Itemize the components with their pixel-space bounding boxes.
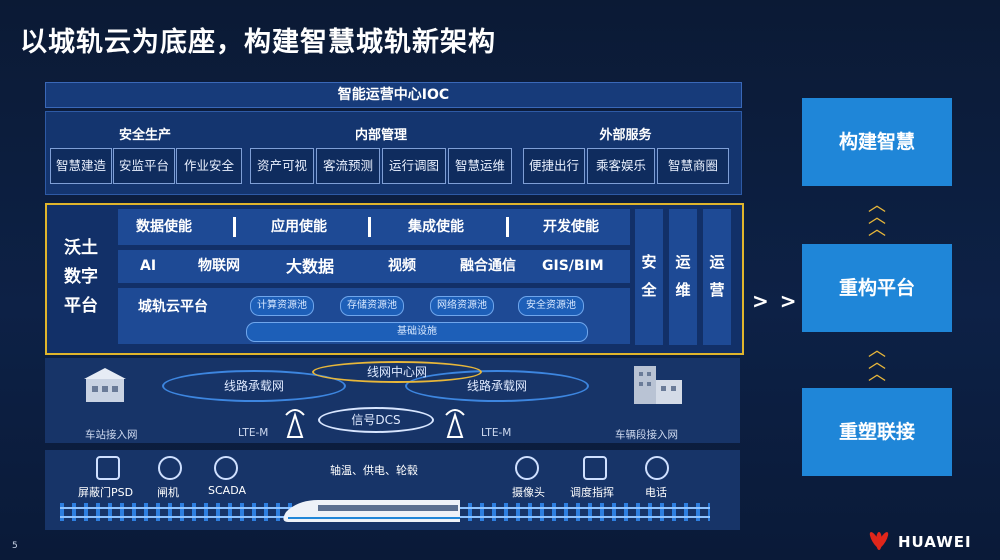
device-phone: 电话 <box>645 486 667 499</box>
center-network-label: 线网中心网 <box>366 365 427 379</box>
item-smart-maintenance: 智慧运维 <box>448 148 512 184</box>
station-icon <box>84 368 126 402</box>
enable-dev: 开发使能 <box>543 219 599 235</box>
vertical-maintenance-2: 维 <box>675 281 691 299</box>
lte-left-label: LTE-M <box>238 427 269 439</box>
item-timetable: 运行调图 <box>382 148 446 184</box>
platform-label-line2: 数字 <box>64 267 98 287</box>
enable-app: 应用使能 <box>271 219 327 235</box>
page-title: 以城轨云为底座，构建智慧城轨新架构 <box>20 27 496 58</box>
item-smart-construction: 智慧建造 <box>50 148 112 184</box>
tech-iot: 物联网 <box>198 258 240 274</box>
device-dispatch: 调度指挥 <box>570 486 614 499</box>
huawei-logo-icon <box>869 532 889 550</box>
device-psd: 屏蔽门PSD <box>78 486 134 499</box>
gate-icon <box>158 456 182 480</box>
vertical-security-1: 安 <box>641 253 657 271</box>
line-ring-left-label: 线路承载网 <box>223 379 284 393</box>
right-box-platform: 重构平台 <box>802 244 952 332</box>
group-title-safety: 安全生产 <box>118 128 171 143</box>
line-ring-right-label: 线路承载网 <box>466 379 527 393</box>
vertical-operation-2: 营 <box>709 281 725 299</box>
signal-dcs: 信号DCS <box>318 407 434 433</box>
enable-data: 数据使能 <box>136 219 192 235</box>
chevron-up-icon: ︿︿︿ <box>868 340 886 385</box>
center-network: 线网中心网 <box>312 361 482 383</box>
item-operation-safety: 作业安全 <box>176 148 242 184</box>
enable-integration: 集成使能 <box>408 219 464 235</box>
vertical-maintenance: 运 维 <box>669 209 697 345</box>
antenna-icon <box>285 409 305 438</box>
line-ring-left: 线路承载网 <box>162 370 346 402</box>
pool-compute: 计算资源池 <box>250 296 314 316</box>
vertical-security: 安 全 <box>635 209 663 345</box>
pool-security: 安全资源池 <box>518 296 584 316</box>
vertical-security-2: 全 <box>641 281 657 299</box>
item-smart-business: 智慧商圈 <box>657 148 729 184</box>
tech-gis-bim: GIS/BIM <box>542 258 604 274</box>
divider <box>233 217 236 237</box>
vertical-maintenance-1: 运 <box>675 253 691 271</box>
divider <box>506 217 509 237</box>
group-title-external: 外部服务 <box>599 128 652 143</box>
tech-bigdata: 大数据 <box>286 257 335 276</box>
vehicle-access-label: 车辆段接入网 <box>615 429 678 441</box>
pool-storage: 存储资源池 <box>340 296 404 316</box>
lte-right-label: LTE-M <box>481 427 512 439</box>
cloud-label: 城轨云平台 <box>138 299 208 315</box>
psd-icon <box>96 456 120 480</box>
page-number: 5 <box>12 541 18 551</box>
line-ring-right: 线路承载网 <box>405 370 589 402</box>
item-flow-forecast: 客流预测 <box>316 148 380 184</box>
chevron-up-icon: ︿︿︿ <box>868 195 886 240</box>
train-icon <box>283 500 460 522</box>
vertical-operation-1: 运 <box>709 253 725 271</box>
item-safety-monitor: 安监平台 <box>113 148 175 184</box>
tech-row: AI 物联网 大数据 视频 融合通信 GIS/BIM <box>118 250 630 283</box>
item-easy-travel: 便捷出行 <box>523 148 585 184</box>
phone-icon <box>645 456 669 480</box>
antenna-icon <box>445 409 465 438</box>
depot-icon <box>634 366 682 404</box>
platform-label-line1: 沃土 <box>64 238 98 258</box>
platform-label-line3: 平台 <box>64 296 98 316</box>
group-title-internal: 内部管理 <box>354 128 407 143</box>
tech-fusion-comm: 融合通信 <box>460 258 516 274</box>
camera-icon <box>515 456 539 480</box>
divider <box>368 217 371 237</box>
item-asset-visible: 资产可视 <box>250 148 314 184</box>
device-gate: 闸机 <box>157 486 179 499</box>
platform-label: 沃土 数字 平台 <box>56 234 106 321</box>
item-passenger-entertainment: 乘客娱乐 <box>587 148 655 184</box>
right-box-build: 构建智慧 <box>802 98 952 186</box>
pool-network: 网络资源池 <box>430 296 494 316</box>
scada-icon <box>214 456 238 480</box>
dispatch-icon <box>583 456 607 480</box>
vertical-operation: 运 营 <box>703 209 731 345</box>
flow-arrow: > > <box>752 289 799 313</box>
station-access-label: 车站接入网 <box>85 429 138 441</box>
ioc-bar: 智能运营中心IOC <box>45 82 742 108</box>
tech-video: 视频 <box>388 258 416 274</box>
tech-ai: AI <box>140 258 157 274</box>
brand-name: HUAWEI <box>898 533 972 551</box>
enable-row: 数据使能 应用使能 集成使能 开发使能 <box>118 209 630 245</box>
infrastructure-bar: 基础设施 <box>246 322 588 342</box>
right-box-connect: 重塑联接 <box>802 388 952 476</box>
signal-dcs-label: 信号DCS <box>351 413 401 427</box>
device-scada: SCADA <box>208 484 246 497</box>
device-camera: 摄像头 <box>512 486 545 499</box>
device-sensors: 轴温、供电、轮毂 <box>330 464 418 477</box>
